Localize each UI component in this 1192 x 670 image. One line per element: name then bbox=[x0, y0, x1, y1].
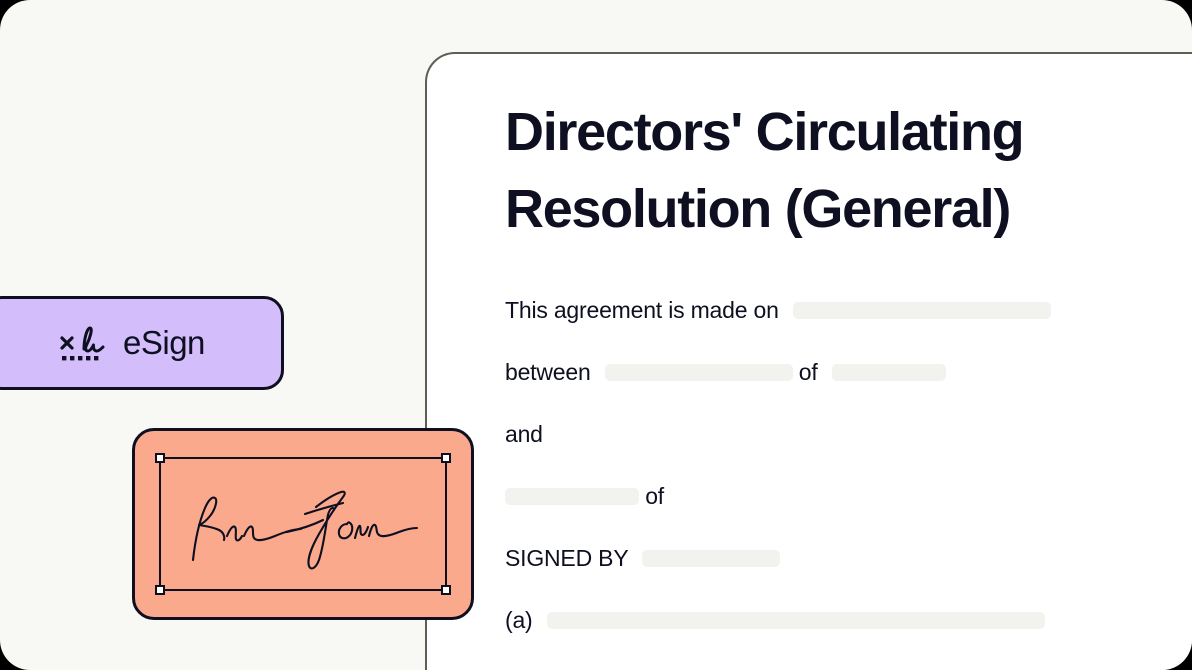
line-between-text: of bbox=[792, 358, 818, 385]
line-signed-by: SIGNED BY bbox=[505, 527, 1145, 589]
line-date: This agreement is made on bbox=[505, 279, 1145, 341]
line-date-text: This agreement is made on bbox=[505, 296, 779, 323]
signature-card[interactable] bbox=[132, 428, 474, 620]
esign-badge[interactable]: eSign bbox=[0, 296, 284, 390]
line-between-blank[interactable] bbox=[831, 363, 946, 381]
line-between-text: between bbox=[505, 358, 591, 385]
signature-icon bbox=[60, 326, 105, 361]
line-party-two-text: of bbox=[639, 482, 664, 509]
line-and-text: and bbox=[505, 420, 543, 447]
document-card: Directors' Circulating Resolution (Gener… bbox=[425, 52, 1192, 670]
selection-frame[interactable] bbox=[155, 453, 451, 595]
line-between-blank[interactable] bbox=[604, 363, 793, 381]
line-signed-by-blank[interactable] bbox=[642, 549, 781, 567]
resize-handle-top-right[interactable] bbox=[441, 453, 451, 463]
document-body: This agreement is made on between of and o… bbox=[505, 279, 1145, 651]
document-content: Directors' Circulating Resolution (Gener… bbox=[505, 94, 1145, 651]
line-and: and bbox=[505, 403, 1145, 465]
esign-label: eSign bbox=[123, 324, 205, 361]
resize-handle-top-left[interactable] bbox=[155, 453, 165, 463]
line-party-two-blank[interactable] bbox=[505, 487, 639, 505]
line-between: between of bbox=[505, 341, 1145, 403]
line-date-blank[interactable] bbox=[792, 301, 1051, 319]
line-a-blank[interactable] bbox=[546, 611, 1045, 629]
resize-handle-bottom-left[interactable] bbox=[155, 585, 165, 595]
line-a-text: (a) bbox=[505, 606, 533, 633]
line-party-two: of bbox=[505, 465, 1145, 527]
line-signed-by-text: SIGNED BY bbox=[505, 544, 629, 571]
resize-handle-bottom-right[interactable] bbox=[441, 585, 451, 595]
line-a: (a) bbox=[505, 589, 1145, 651]
document-title: Directors' Circulating Resolution (Gener… bbox=[505, 102, 1025, 239]
